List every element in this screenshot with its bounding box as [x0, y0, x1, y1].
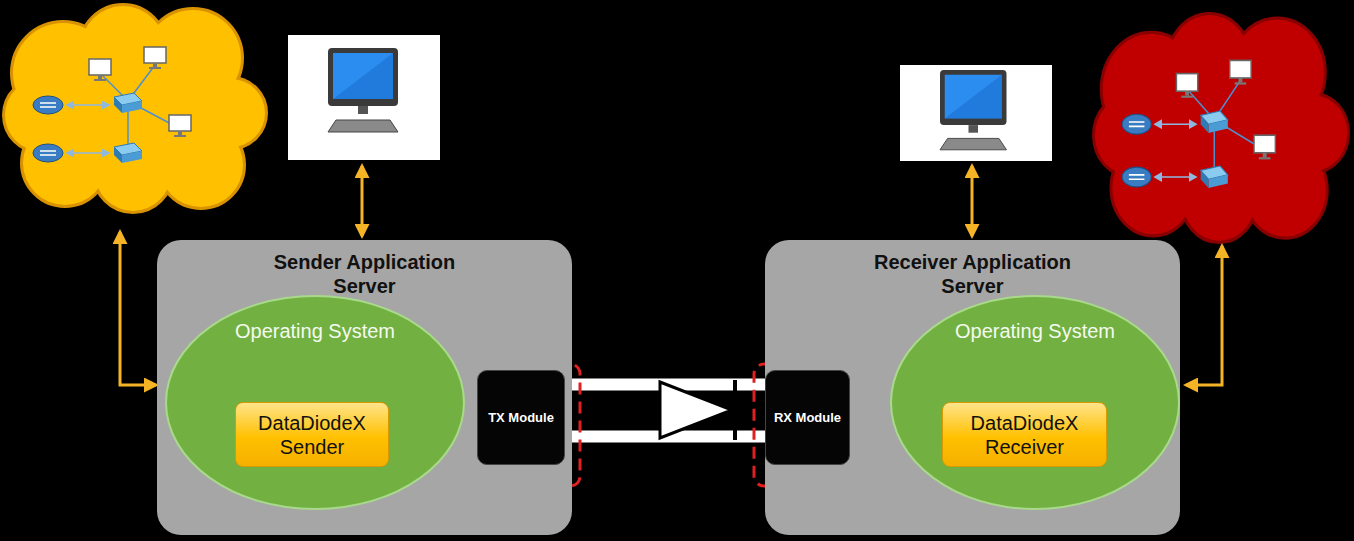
module-box: TX Module: [477, 370, 565, 465]
node-label: Operating System: [955, 319, 1115, 343]
application-box: DataDiodeX Sender: [235, 402, 389, 467]
diode-symbol: [660, 380, 735, 440]
node-label: Operating System: [235, 319, 395, 343]
node-label: RX Module: [774, 410, 841, 426]
module-box: RX Module: [765, 370, 850, 465]
receiver-network-cloud: [1095, 15, 1347, 241]
channel-band: [565, 379, 765, 443]
receiver-workstation: [900, 65, 1052, 161]
application-server: Sender Application ServerOperating Syste…: [157, 240, 572, 535]
node-label: TX Module: [488, 410, 554, 426]
application-box: DataDiodeX Receiver: [942, 402, 1107, 467]
operating-system-ellipse: Operating SystemDataDiodeX Sender: [165, 295, 465, 510]
operating-system-ellipse: Operating SystemDataDiodeX Receiver: [890, 295, 1180, 510]
sender-workstation: [288, 35, 440, 160]
node-label: DataDiodeX Receiver: [949, 411, 1100, 459]
server-title: Receiver Application Server: [868, 250, 1078, 298]
channel-core: [565, 391, 765, 431]
diode-channel: [565, 410, 765, 411]
application-server: Receiver Application Server RX Module Oper…: [765, 240, 1180, 535]
node-label: DataDiodeX Sender: [242, 411, 382, 459]
sender-network-cloud: [5, 6, 265, 211]
server-title: Sender Application Server: [260, 250, 470, 298]
